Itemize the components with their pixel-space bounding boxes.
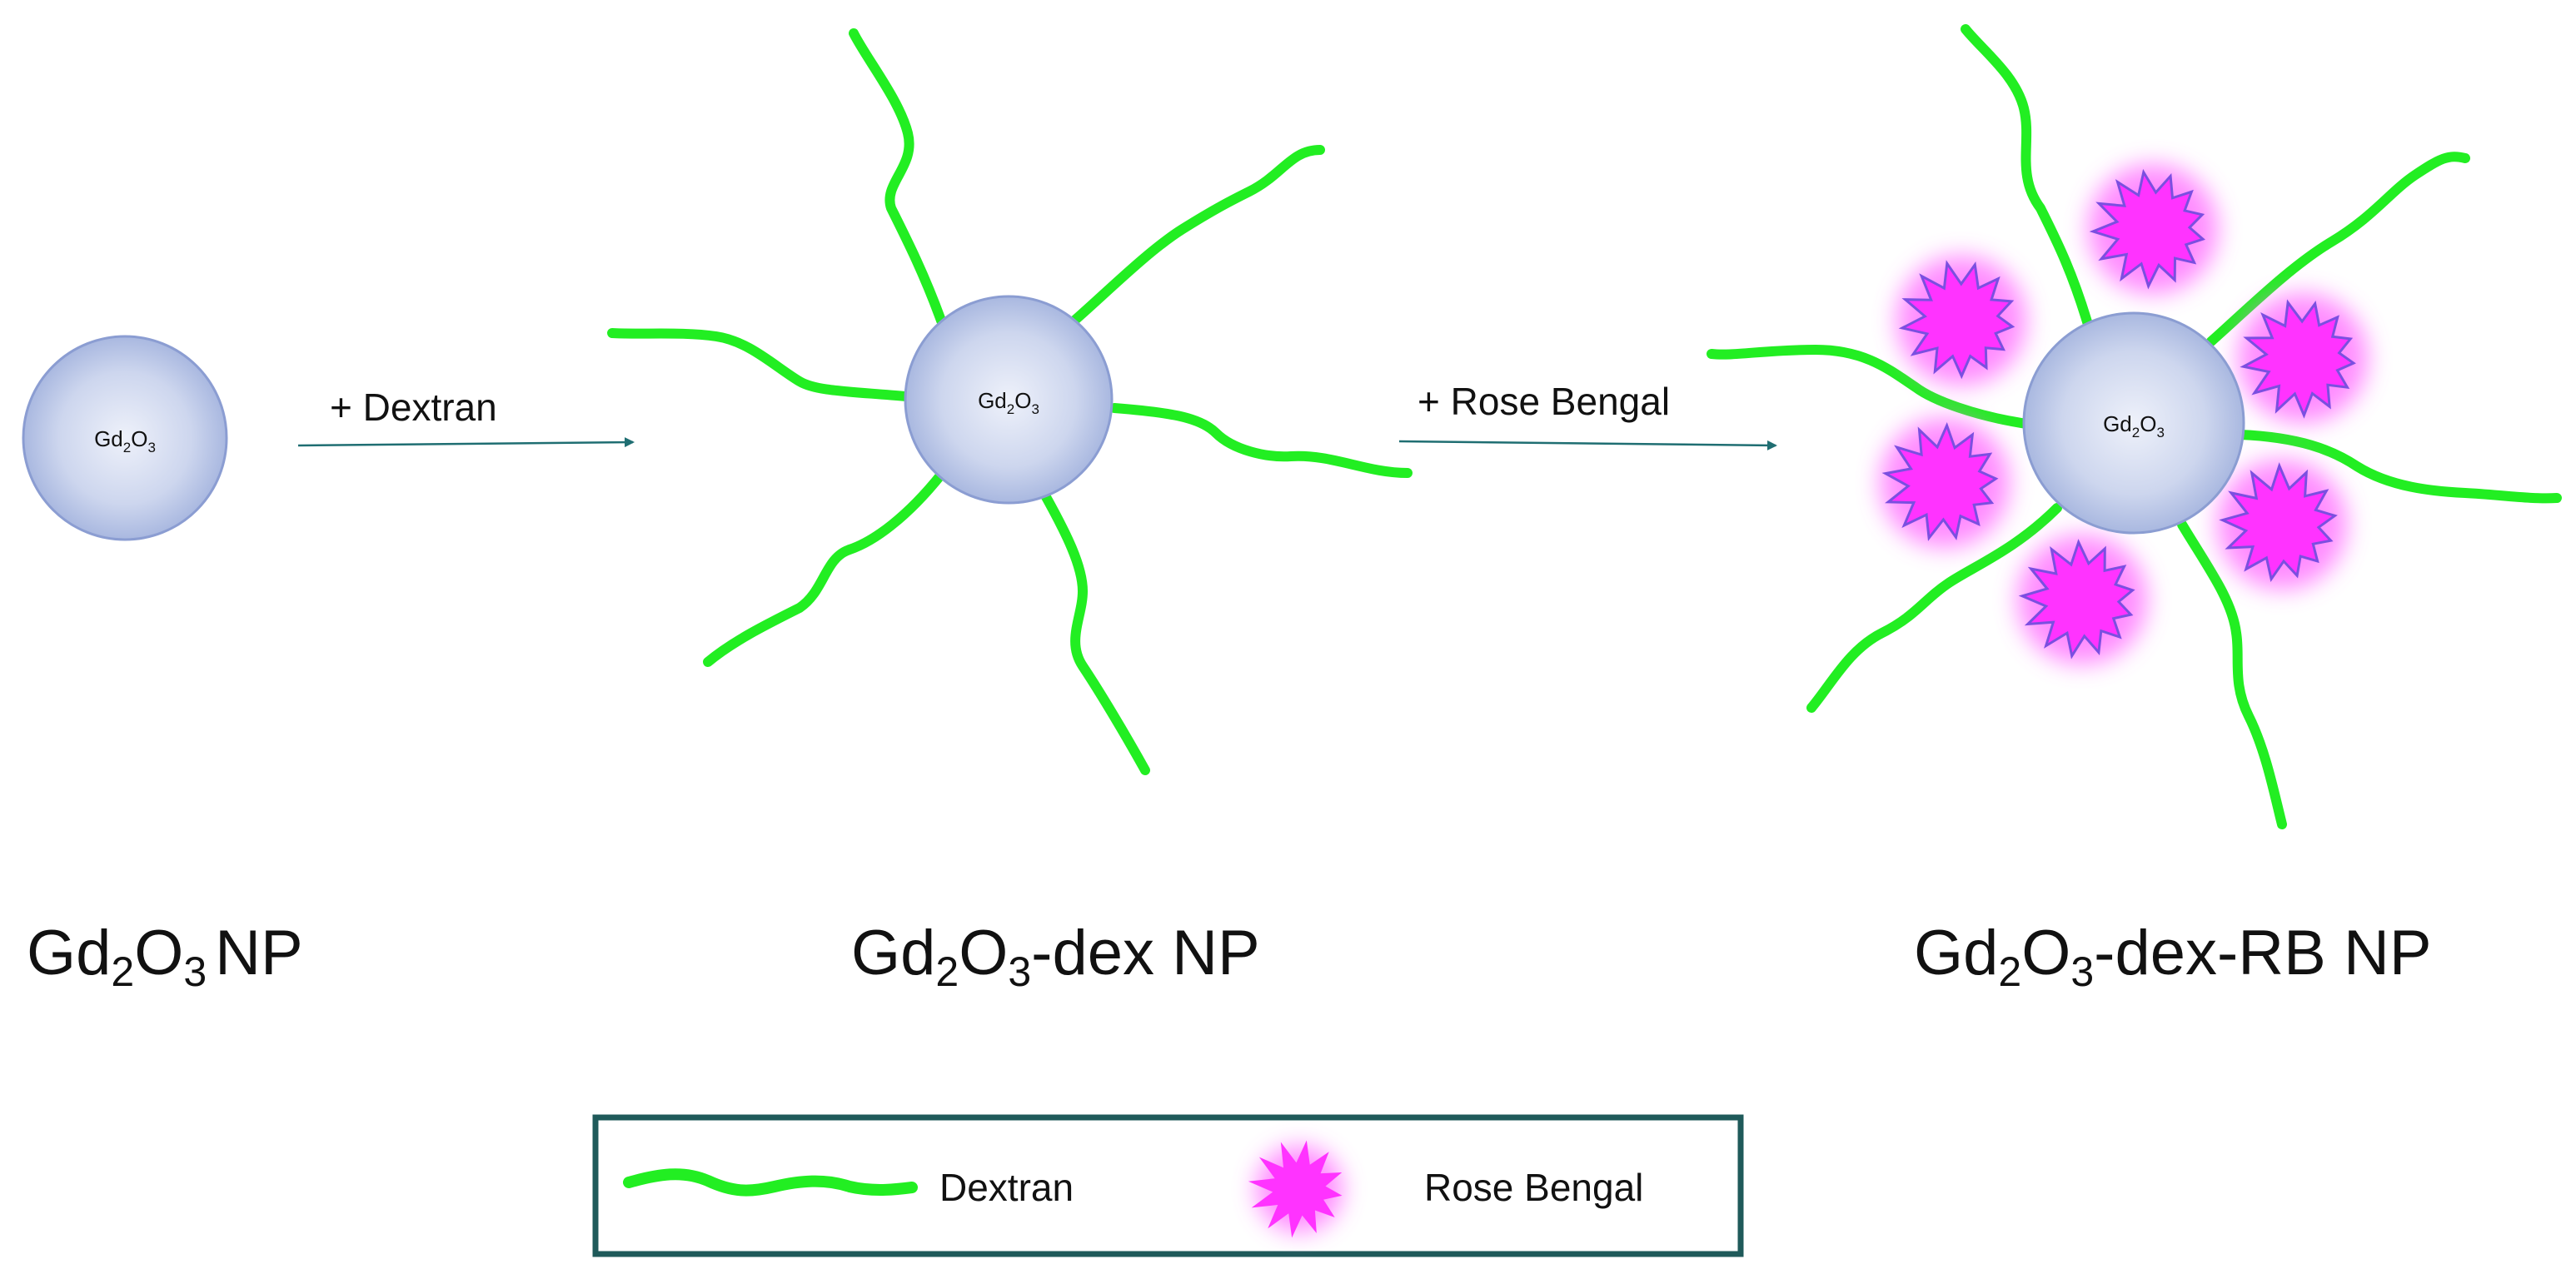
dextran-chain <box>703 470 946 667</box>
stage-name-dex: Gd2O3-dex NP <box>851 918 1260 995</box>
dextran-chain <box>2177 520 2287 829</box>
rose-bengal-star <box>2018 539 2135 659</box>
rose-bengal-stars <box>1881 168 2356 659</box>
dextran-chain <box>2235 430 2562 504</box>
legend: Dextran Rose Bengal <box>592 1114 1744 1257</box>
dextran-chains <box>1707 24 2562 829</box>
gd2o3-core <box>904 295 1114 505</box>
dextran-coated-nanoparticle: Gd2O3 <box>607 28 1413 775</box>
reaction-arrow <box>297 437 635 448</box>
dextran-chain <box>1707 344 2037 430</box>
core-label: Gd2O3 <box>978 388 1039 417</box>
reaction-step-rose-bengal: + Rose Bengal <box>1398 380 1777 450</box>
reaction-step-dextran: + Dextran <box>297 386 635 448</box>
rose-bengal-star <box>1881 421 1999 541</box>
dextran-chains <box>607 28 1413 775</box>
bare-nanoparticle: Gd2O3 <box>22 335 228 541</box>
dextran-chain <box>1040 490 1150 775</box>
rose-bengal-legend-icon <box>1248 1140 1343 1238</box>
dextran-chain <box>2206 152 2470 346</box>
step-label: + Rose Bengal <box>1418 380 1670 423</box>
gd2o3-core <box>2022 311 2245 535</box>
dextran-chain <box>1109 403 1413 478</box>
core-label: Gd2O3 <box>94 426 156 455</box>
rose-bengal-star <box>1898 260 2015 380</box>
gd2o3-core <box>22 335 228 541</box>
dextran-chain <box>607 328 911 401</box>
dextran-chain <box>1961 24 2095 338</box>
dextran-legend-icon <box>623 1168 918 1197</box>
rose-bengal-star <box>2219 462 2338 582</box>
core-label: Gd2O3 <box>2103 411 2165 440</box>
step-label: + Dextran <box>330 386 497 429</box>
rose-bengal-star <box>2240 299 2356 419</box>
rose-bengal-legend-star <box>1248 1140 1343 1238</box>
legend-label-dextran: Dextran <box>939 1166 1074 1209</box>
legend-label-rose-bengal: Rose Bengal <box>1424 1166 1643 1209</box>
rose-bengal-loaded-nanoparticle: Gd2O3 <box>1707 24 2562 829</box>
stage-name-dex-rb: Gd2O3-dex-RB NP <box>1914 918 2432 995</box>
reaction-arrow <box>1398 440 1777 450</box>
rose-bengal-star <box>2089 168 2205 290</box>
dextran-chain <box>1069 145 1325 326</box>
dextran-chain <box>1806 503 2062 713</box>
dextran-chain <box>849 28 946 326</box>
rose-bengal-molecules <box>1880 164 2368 664</box>
